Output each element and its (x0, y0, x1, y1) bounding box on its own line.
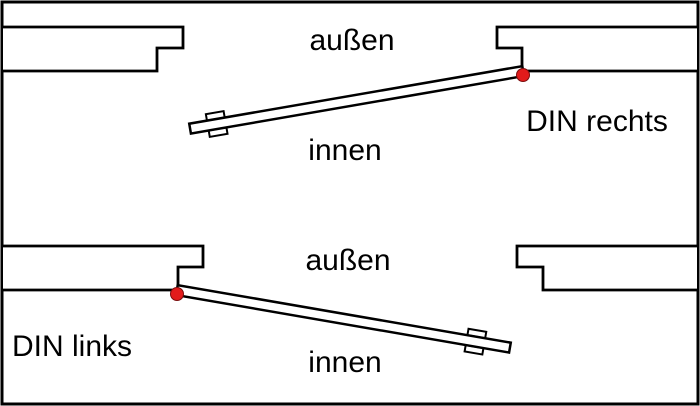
inside-label-top: innen (308, 134, 381, 167)
inside-label-bottom: innen (308, 346, 381, 379)
outside-label-bottom: außen (305, 244, 390, 277)
din-rechts-label: DIN rechts (526, 105, 668, 138)
wall-top-left (3, 25, 185, 73)
wall-bottom-left (3, 244, 205, 292)
door-leaf-bottom-group (174, 283, 513, 356)
wall-bottom-right (515, 244, 697, 292)
bottom-panel: außen innen DIN links (3, 244, 697, 379)
hinge-dot-right-icon (516, 68, 530, 82)
door-leaf-top-group (187, 64, 526, 139)
top-panel: außen innen DIN rechts (3, 24, 697, 167)
din-links-label: DIN links (12, 330, 132, 363)
outside-label-top: außen (309, 24, 394, 57)
hinge-dot-left-icon (170, 287, 184, 301)
wall-top-right (495, 25, 697, 73)
